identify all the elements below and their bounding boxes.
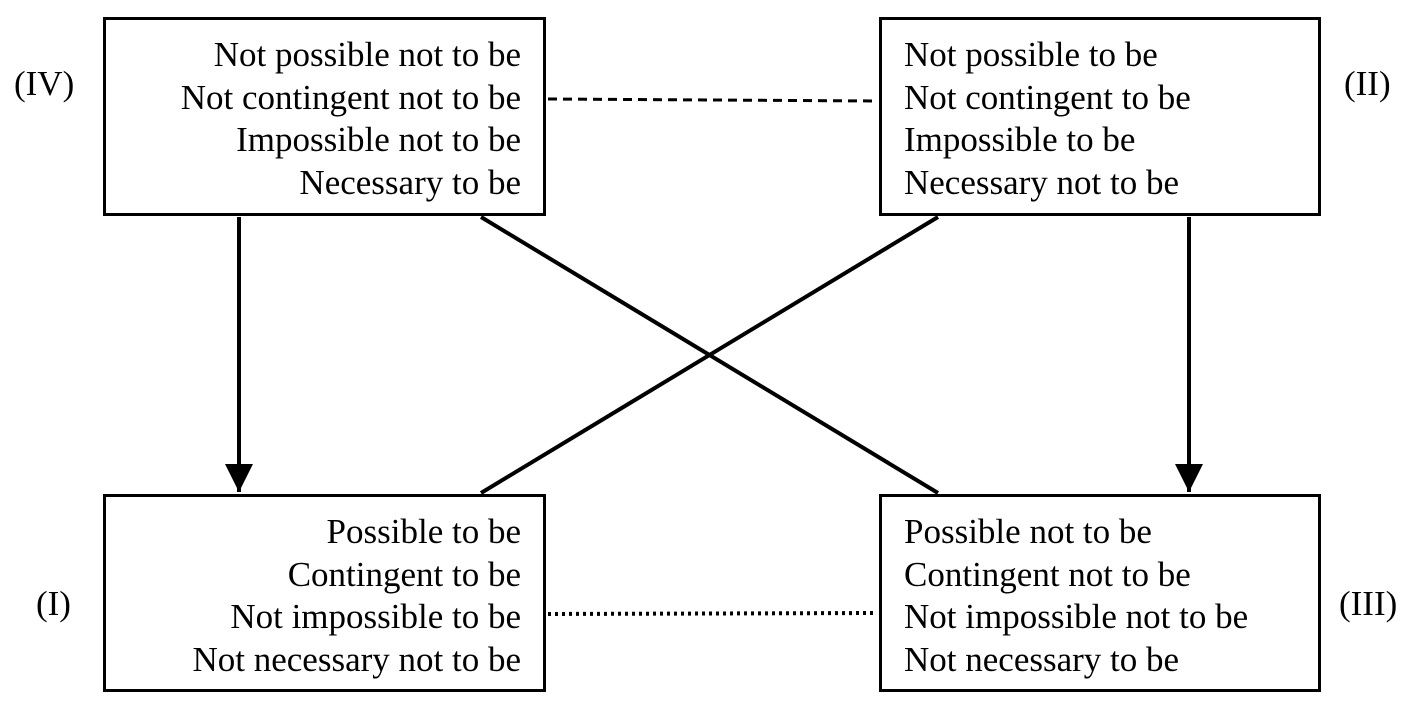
box-ii-line: Necessary not to be	[904, 162, 1180, 202]
subcontrary-dotted-line	[547, 611, 877, 616]
box-iv-line: Impossible not to be	[236, 120, 521, 159]
corner-label-iii: (III)	[1339, 584, 1398, 623]
modal-box-iv: Not possible not to be Not contingent no…	[103, 17, 546, 216]
box-iii-line: Contingent not to be	[904, 554, 1191, 594]
box-iv-line: Not possible not to be	[213, 35, 521, 74]
box-i-line: Possible to be	[326, 512, 521, 551]
box-iii-line: Not necessary to be	[904, 639, 1180, 679]
box-i-line: Not impossible to be	[230, 597, 521, 636]
box-iii-line: Possible not to be	[904, 512, 1152, 551]
contradiction-line-ii-i	[479, 215, 940, 495]
corner-label-iv: (IV)	[14, 64, 75, 103]
corner-label-i: (I)	[36, 584, 71, 623]
modal-box-iii: Possible not to be Contingent not to be …	[879, 494, 1321, 692]
box-ii-line: Not contingent to be	[904, 77, 1191, 117]
box-i-line: Contingent to be	[287, 554, 521, 594]
contrary-dashed-line	[547, 97, 877, 103]
box-iv-line: Necessary to be	[299, 162, 521, 202]
corner-label-ii: (II)	[1344, 64, 1391, 103]
box-iii-line: Not impossible not to be	[904, 597, 1249, 636]
box-ii-line: Impossible to be	[904, 120, 1136, 159]
box-i-line: Not necessary not to be	[192, 639, 521, 679]
box-ii-line: Not possible to be	[904, 35, 1158, 74]
modal-box-ii: Not possible to be Not contingent to be …	[879, 17, 1321, 216]
box-iv-line: Not contingent not to be	[180, 77, 521, 117]
modal-box-i: Possible to be Contingent to be Not impo…	[103, 494, 546, 692]
